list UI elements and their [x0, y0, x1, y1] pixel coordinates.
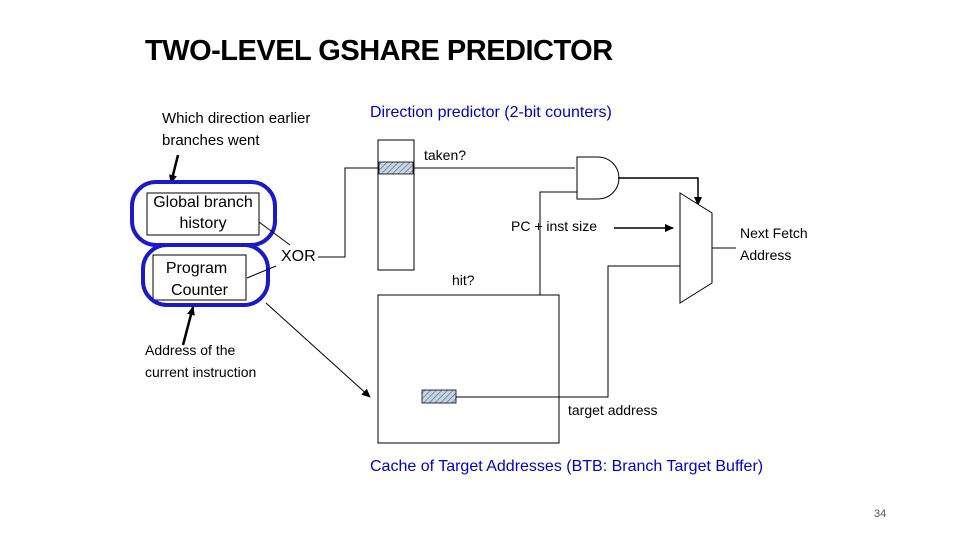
wire-xor-to-predictor [318, 167, 378, 258]
page-number: 34 [874, 508, 887, 520]
address-note-2: current instruction [145, 364, 257, 380]
slide-title: TWO-LEVEL GSHARE PREDICTOR [145, 35, 613, 67]
note-which-direction: Which direction earlier [162, 110, 311, 127]
wire-pc-to-xor [246, 265, 277, 279]
taken-label: taken? [424, 147, 467, 163]
program-counter-label-2: Counter [171, 282, 228, 299]
global-history-label-1: Global branch [153, 194, 253, 211]
predictor-entry-highlight [378, 161, 414, 175]
btb-box [377, 294, 560, 444]
address-note-1: Address of the [145, 342, 236, 358]
target-address-label: target address [568, 402, 658, 418]
next-fetch-label-2: Address [740, 247, 792, 263]
xor-label: XOR [281, 248, 316, 265]
wire-target-to-mux [456, 265, 680, 398]
btb-caption: Cache of Target Addresses (BTB: Branch T… [370, 458, 764, 475]
wire-gate-to-mux [618, 177, 702, 206]
arrow-address-to-pc [181, 306, 195, 346]
next-fetch-label-1: Next Fetch [740, 225, 808, 241]
and-gate [576, 156, 620, 200]
btb-entry-highlight [421, 389, 457, 404]
program-counter-label-1: Program [165, 260, 228, 277]
wire-history-to-xor [258, 221, 291, 246]
wire-pc-to-btb [265, 302, 371, 398]
mux [679, 192, 713, 304]
arrow-note-to-history [169, 154, 180, 184]
note-branches-went: branches went [162, 132, 260, 149]
program-counter-box [152, 254, 247, 301]
hit-label: hit? [452, 272, 475, 288]
global-history-box [146, 192, 260, 236]
global-history-label-2: history [179, 215, 227, 232]
direction-predictor-table [377, 139, 415, 271]
pc-highlight-ring [141, 243, 270, 307]
direction-predictor-caption: Direction predictor (2-bit counters) [370, 104, 612, 121]
pc-plus-inst-size-label: PC + inst size [511, 218, 597, 234]
